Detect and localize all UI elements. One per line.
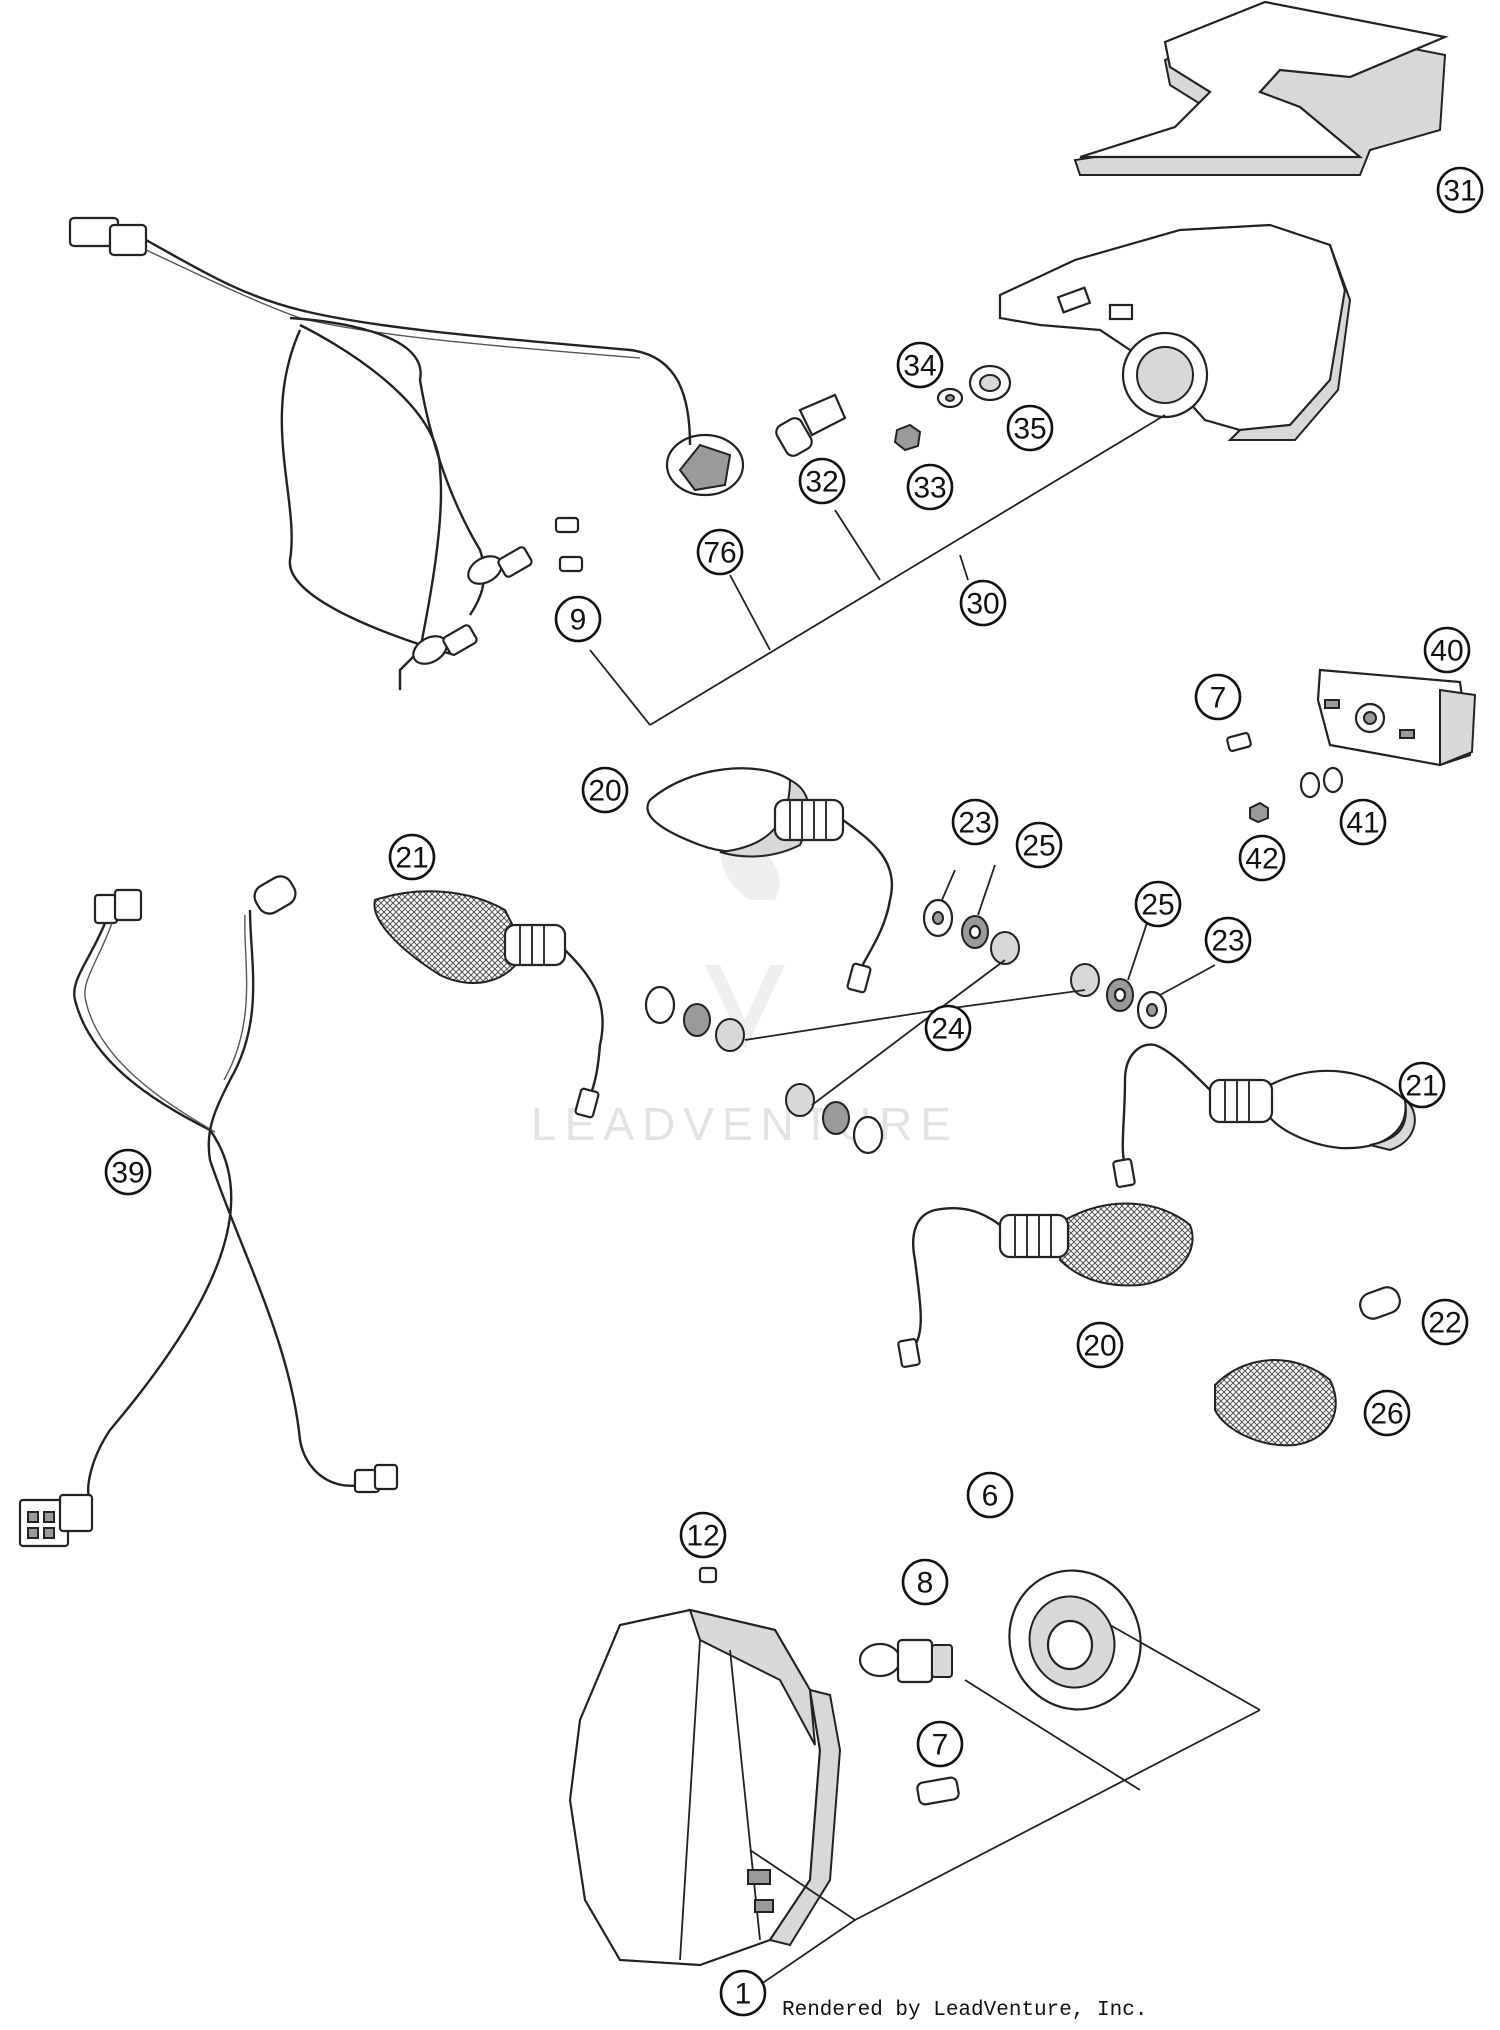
callout-25-upper: 25 [1015, 821, 1063, 869]
leaders-nut-24 [744, 864, 1216, 1106]
part-7-parking-bulb [916, 1776, 960, 1806]
part-7-plate-bulb [1226, 731, 1252, 753]
svg-text:7: 7 [1210, 682, 1227, 715]
part-23-washer-upper [922, 898, 954, 938]
part-26-lens [1214, 1359, 1337, 1447]
leaders-tail-group [589, 414, 1166, 726]
callout-23-upper: 23 [951, 798, 999, 846]
credit-text: Rendered by LeadVenture, Inc. [782, 1999, 1147, 2022]
svg-text:6: 6 [982, 1480, 999, 1513]
part-42-nut [1249, 801, 1269, 824]
callout-26: 26 [1363, 1389, 1411, 1437]
callout-20-upper: 20 [581, 766, 629, 814]
svg-text:25: 25 [1022, 830, 1055, 863]
callout-25-right: 25 [1134, 880, 1182, 928]
part-6-cap [1008, 1569, 1142, 1711]
part-25-lockwasher-right [1106, 978, 1134, 1012]
svg-text:40: 40 [1430, 635, 1463, 668]
part-31-plate [1073, 0, 1449, 176]
part-39-wiring-harness [18, 875, 399, 1548]
callout-34: 34 [896, 341, 944, 389]
callout-39: 39 [104, 1148, 152, 1196]
part-25-lockwasher-upper [961, 915, 989, 949]
callout-20-lower: 20 [1076, 1321, 1124, 1369]
svg-text:1: 1 [735, 1978, 752, 2011]
svg-text:24: 24 [931, 1013, 964, 1046]
svg-text:21: 21 [1405, 1070, 1438, 1103]
part-35-grommet [968, 364, 1012, 402]
part-33-nut [893, 423, 922, 452]
callout-41: 41 [1339, 798, 1387, 846]
svg-text:20: 20 [1083, 1330, 1116, 1363]
callout-9: 9 [554, 595, 602, 643]
callout-76: 76 [696, 528, 744, 576]
svg-text:34: 34 [903, 350, 936, 383]
callout-21-left: 21 [388, 833, 436, 881]
callout-32: 32 [798, 457, 846, 505]
part-24-nut-right [1070, 963, 1100, 997]
part-9-small-bulbs [554, 516, 584, 573]
svg-text:32: 32 [805, 466, 838, 499]
part-34-washer [936, 387, 964, 409]
part-21-turn-signal-left [373, 890, 604, 1119]
part-40-plate-light [1316, 668, 1477, 767]
svg-text:42: 42 [1245, 843, 1278, 876]
svg-text:26: 26 [1370, 1398, 1403, 1431]
parts-left-signal-hardware [644, 985, 884, 1155]
svg-text:21: 21 [395, 842, 428, 875]
svg-text:8: 8 [917, 1567, 934, 1600]
svg-text:23: 23 [958, 807, 991, 840]
part-24-nut-upper [990, 931, 1020, 965]
svg-text:9: 9 [570, 604, 587, 637]
callout-1: 1 [719, 1969, 767, 2017]
svg-text:41: 41 [1346, 807, 1379, 840]
part-1-headlight [568, 1608, 842, 1967]
callout-31: 31 [1436, 166, 1484, 214]
callout-35: 35 [1006, 404, 1054, 452]
svg-text:35: 35 [1013, 413, 1046, 446]
part-23-washer-right [1136, 990, 1168, 1030]
callout-40: 40 [1423, 626, 1471, 674]
svg-text:12: 12 [686, 1520, 719, 1553]
part-30-tail-light [998, 223, 1352, 441]
part-20-turn-signal-upper [646, 767, 893, 994]
part-12-small-bulb [698, 1566, 718, 1584]
callout-22: 22 [1421, 1298, 1469, 1346]
callout-6: 6 [966, 1471, 1014, 1519]
callout-7-upper: 7 [1194, 673, 1242, 721]
part-41-washers [1299, 766, 1344, 799]
svg-text:23: 23 [1211, 925, 1244, 958]
callout-12: 12 [679, 1511, 727, 1559]
part-21-turn-signal-right [1112, 1043, 1416, 1188]
part-8-headlight-bulb [858, 1638, 953, 1684]
callout-8: 8 [901, 1558, 949, 1606]
part-20-turn-signal-lower [897, 1202, 1194, 1368]
callout-30: 30 [959, 579, 1007, 627]
callout-7-lower: 7 [916, 1720, 964, 1768]
callout-23-right: 23 [1204, 916, 1252, 964]
svg-text:22: 22 [1428, 1307, 1461, 1340]
svg-text:30: 30 [966, 588, 999, 621]
part-32-bulb [775, 393, 847, 457]
callout-24: 24 [924, 1004, 972, 1052]
svg-text:20: 20 [588, 775, 621, 808]
callout-33: 33 [906, 463, 954, 511]
svg-text:76: 76 [703, 537, 736, 570]
svg-text:39: 39 [111, 1157, 144, 1190]
svg-text:7: 7 [932, 1729, 949, 1762]
callout-42: 42 [1238, 834, 1286, 882]
svg-text:25: 25 [1141, 889, 1174, 922]
part-76-socket [665, 433, 745, 497]
tail-wiring-harness [68, 216, 692, 690]
part-22-bulb [1359, 1286, 1401, 1320]
svg-text:31: 31 [1443, 175, 1476, 208]
svg-text:33: 33 [913, 472, 946, 505]
callout-21-right: 21 [1398, 1061, 1446, 1109]
